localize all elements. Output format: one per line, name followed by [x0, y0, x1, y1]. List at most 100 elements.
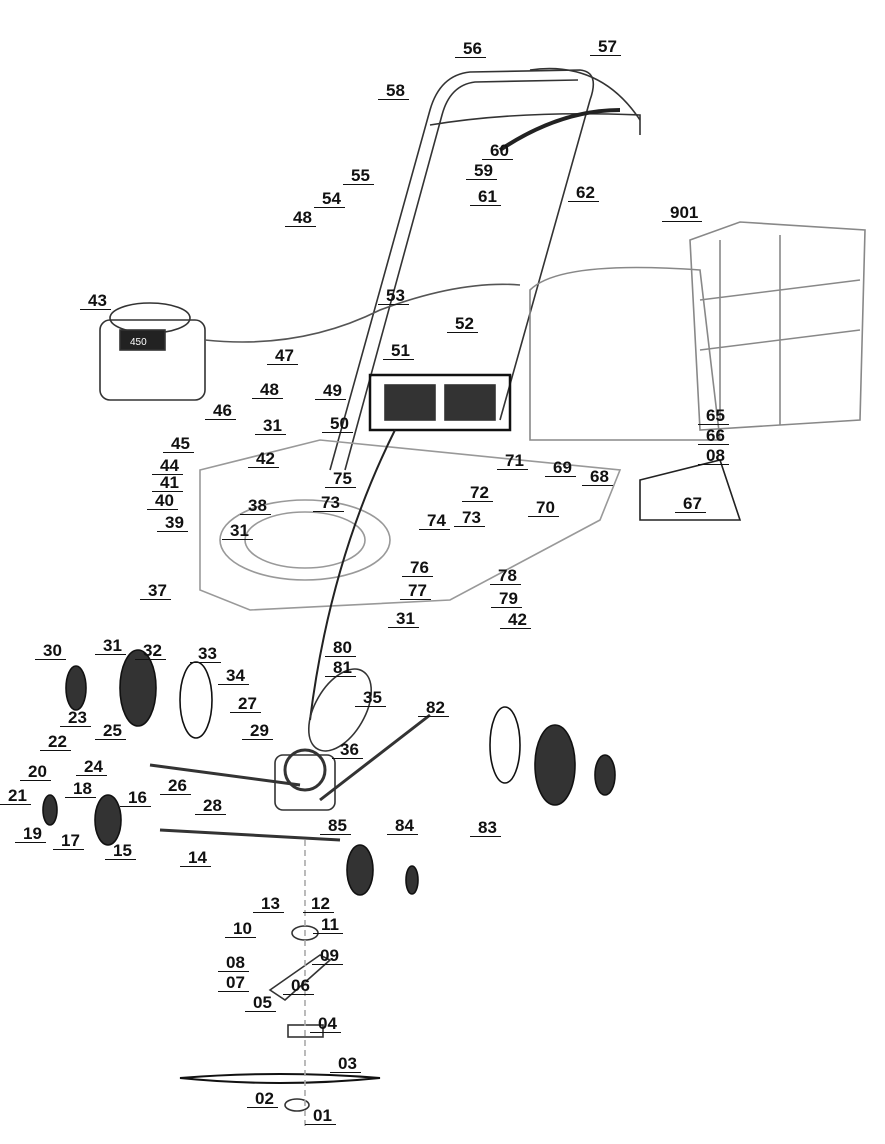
- part-label-43: 43: [80, 292, 111, 310]
- part-label-40: 40: [147, 492, 178, 510]
- part-label-01: 01: [305, 1107, 336, 1125]
- part-label-19: 19: [15, 825, 46, 843]
- part-label-901: 901: [662, 204, 703, 222]
- part-label-61: 61: [470, 188, 501, 206]
- part-label-73: 73: [454, 509, 485, 527]
- part-label-45: 45: [163, 435, 194, 453]
- part-label-35: 35: [355, 689, 386, 707]
- part-label-07: 07: [218, 974, 249, 992]
- part-label-10: 10: [225, 920, 256, 938]
- part-label-27: 27: [230, 695, 261, 713]
- part-label-03: 03: [330, 1055, 361, 1073]
- part-label-31: 31: [222, 522, 253, 540]
- part-label-77: 77: [400, 582, 431, 600]
- part-label-14: 14: [180, 849, 211, 867]
- part-label-65: 65: [698, 407, 729, 425]
- drive-cable: [309, 429, 396, 721]
- part-label-08: 08: [698, 447, 729, 465]
- part-label-31: 31: [95, 637, 126, 655]
- part-label-09: 09: [312, 947, 343, 965]
- part-label-57: 57: [590, 38, 621, 56]
- part-label-02: 02: [247, 1090, 278, 1108]
- part-label-46: 46: [205, 402, 236, 420]
- part-label-75: 75: [325, 470, 356, 488]
- blade: [179, 1073, 381, 1084]
- part-label-34: 34: [218, 667, 249, 685]
- part-label-17: 17: [53, 832, 84, 850]
- part-label-29: 29: [242, 722, 273, 740]
- part-label-31: 31: [255, 417, 286, 435]
- part-label-11: 11: [313, 916, 343, 934]
- part-label-58: 58: [378, 82, 409, 100]
- part-label-55: 55: [343, 167, 374, 185]
- part-label-82: 82: [418, 699, 449, 717]
- handle-bar: [329, 67, 641, 471]
- part-label-37: 37: [140, 582, 171, 600]
- part-label-71: 71: [497, 452, 528, 470]
- part-label-22: 22: [40, 733, 71, 751]
- part-label-26: 26: [160, 777, 191, 795]
- part-label-41: 41: [152, 474, 183, 492]
- axles: [149, 713, 431, 842]
- part-label-06: 06: [283, 977, 314, 995]
- part-label-24: 24: [76, 758, 107, 776]
- part-label-47: 47: [267, 347, 298, 365]
- part-label-54: 54: [314, 190, 345, 208]
- wheels: [42, 649, 616, 896]
- part-label-66: 66: [698, 427, 729, 445]
- part-label-51: 51: [383, 342, 414, 360]
- part-label-32: 32: [135, 642, 166, 660]
- part-label-79: 79: [491, 590, 522, 608]
- part-label-74: 74: [419, 512, 450, 530]
- part-label-18: 18: [65, 780, 96, 798]
- part-label-76: 76: [402, 559, 433, 577]
- part-label-16: 16: [120, 789, 151, 807]
- control-box: [368, 373, 512, 432]
- part-label-13: 13: [253, 895, 284, 913]
- engine-badge: 450: [130, 337, 147, 348]
- part-label-60: 60: [482, 142, 513, 160]
- part-label-84: 84: [387, 817, 418, 835]
- part-label-48: 48: [285, 209, 316, 227]
- throttle-cable: [204, 283, 521, 343]
- part-label-04: 04: [310, 1015, 341, 1033]
- part-label-67: 67: [675, 495, 706, 513]
- part-label-25: 25: [95, 722, 126, 740]
- part-label-20: 20: [20, 763, 51, 781]
- flap: [639, 459, 742, 521]
- part-label-44: 44: [152, 457, 183, 475]
- washer: [284, 1098, 310, 1112]
- part-label-05: 05: [245, 994, 276, 1012]
- part-label-12: 12: [303, 895, 334, 913]
- part-label-78: 78: [490, 567, 521, 585]
- part-label-70: 70: [528, 499, 559, 517]
- part-label-73: 73: [313, 494, 344, 512]
- part-label-56: 56: [455, 40, 486, 58]
- part-label-48: 48: [252, 381, 283, 399]
- part-label-21: 21: [0, 787, 31, 805]
- part-label-68: 68: [582, 468, 613, 486]
- engine: [99, 302, 206, 401]
- grass-bag: [529, 221, 866, 441]
- part-label-85: 85: [320, 817, 351, 835]
- deck: [199, 439, 622, 611]
- part-label-38: 38: [240, 497, 271, 515]
- part-label-23: 23: [60, 709, 91, 727]
- part-label-08: 08: [218, 954, 249, 972]
- part-label-39: 39: [157, 514, 188, 532]
- part-label-53: 53: [378, 287, 409, 305]
- part-label-72: 72: [462, 484, 493, 502]
- part-label-31: 31: [388, 610, 419, 628]
- part-label-28: 28: [195, 797, 226, 815]
- fan: [268, 954, 332, 1002]
- part-label-15: 15: [105, 842, 136, 860]
- part-label-52: 52: [447, 315, 478, 333]
- part-label-59: 59: [466, 162, 497, 180]
- part-label-42: 42: [500, 611, 531, 629]
- part-label-36: 36: [332, 741, 363, 759]
- part-label-83: 83: [470, 819, 501, 837]
- part-label-81: 81: [325, 659, 356, 677]
- part-label-62: 62: [568, 184, 599, 202]
